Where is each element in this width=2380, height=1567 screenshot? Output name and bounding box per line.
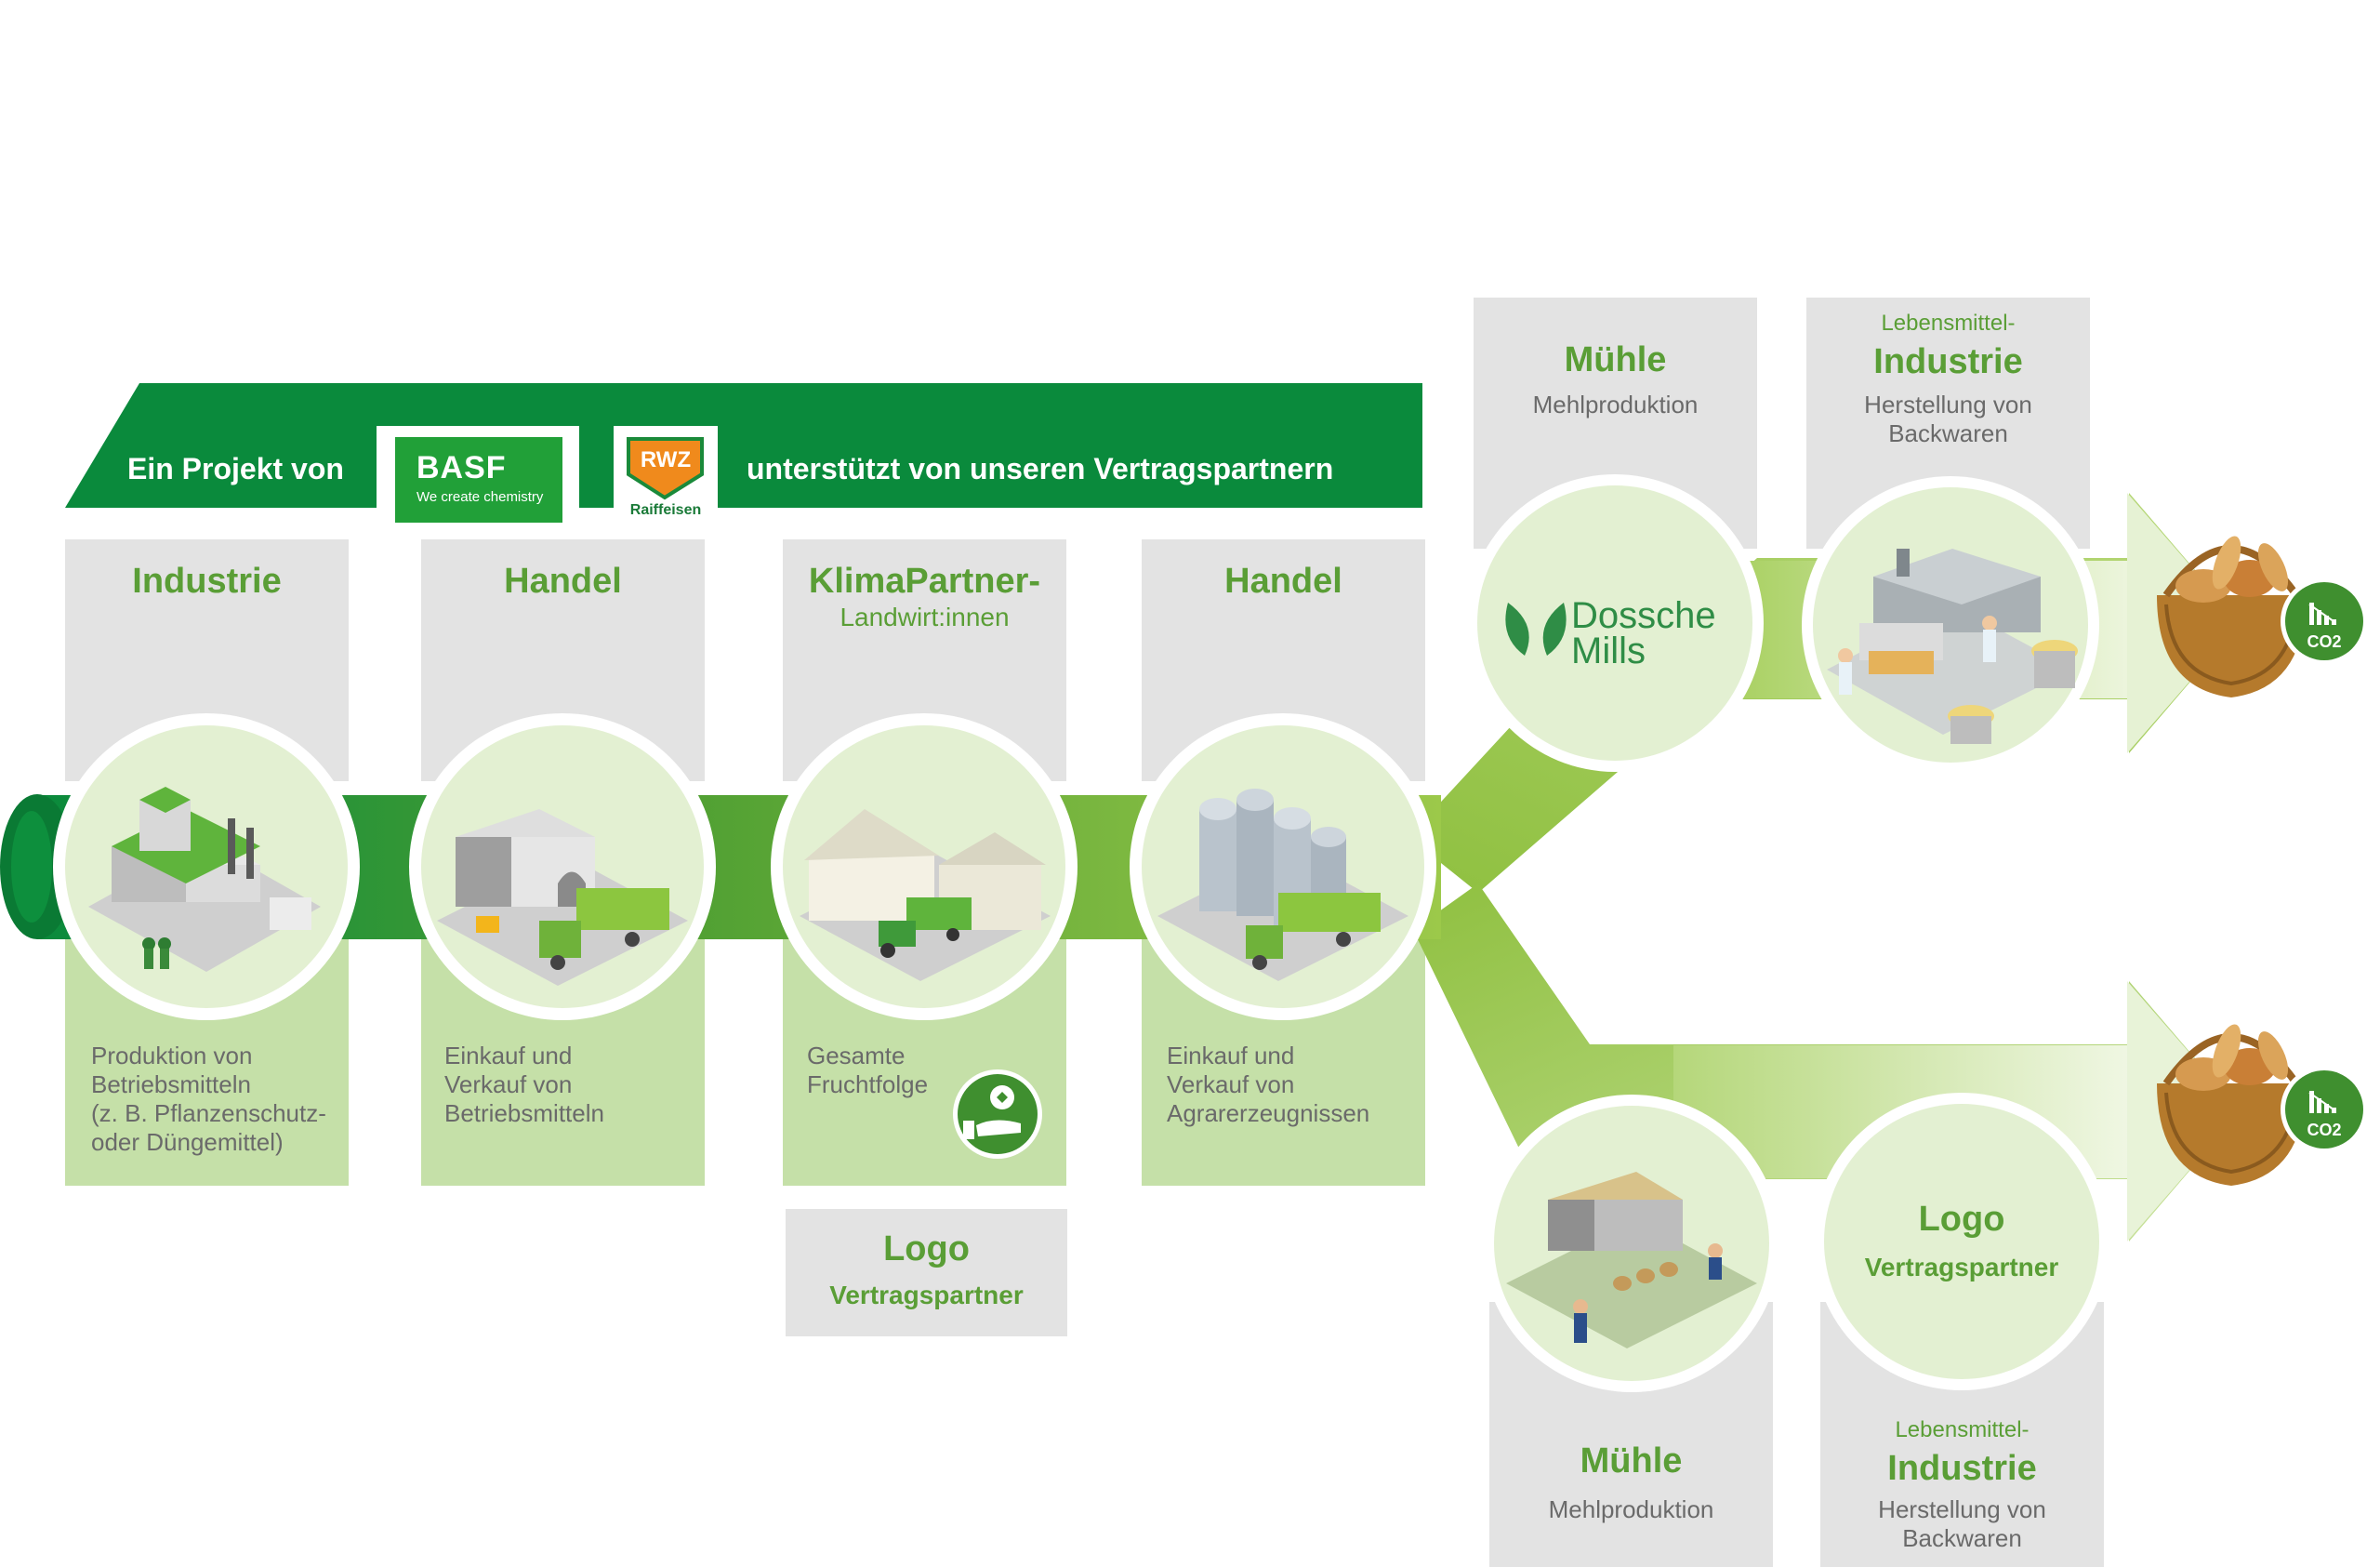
co2-label-bottom: CO2 (2307, 1121, 2342, 1139)
stage-4-circle (1130, 713, 1436, 1020)
top-mill-title: Mühle (1564, 340, 1667, 379)
top-mill-desc: Mehlproduktion (1532, 391, 1699, 418)
rwz-logo-name: RWZ (640, 447, 692, 472)
rwz-logo-sub: Raiffeisen (629, 502, 702, 518)
stage-3-subtitle: Landwirt:innen (840, 603, 1010, 631)
stage-1-circle (53, 713, 360, 1020)
stage-3-circle (771, 713, 1078, 1020)
stage-2-title: Handel (504, 562, 622, 601)
dossche-brand-2: Mills (1571, 631, 1646, 671)
logo-box-sub: Vertragspartner (829, 1281, 1024, 1309)
stage-2-circle (409, 713, 716, 1020)
stage-4-title: Handel (1224, 562, 1342, 601)
dossche-leaf-left-icon (1505, 603, 1529, 656)
basf-logo-inner (395, 437, 562, 523)
logo-partner-box (786, 1209, 1067, 1336)
banner (65, 383, 1422, 508)
dossche-mills-circle (1466, 474, 1764, 772)
dossche-leaf-right-icon (1542, 603, 1567, 656)
stage-1-title: Industrie (132, 562, 282, 601)
co2-badge-top-icon (2281, 578, 2368, 665)
top-industry-title: Industrie (1873, 342, 2023, 381)
banner-suffix: unterstützt von unseren Vertragspartnern (747, 452, 1334, 485)
stage-3-title: KlimaPartner- (808, 562, 1041, 601)
basf-logo-tagline: We create chemistry (416, 489, 544, 505)
bottom-mill-title: Mühle (1580, 1441, 1683, 1481)
top-industry-pre: Lebensmittel- (1881, 311, 2016, 336)
co2-badge-bottom-icon (2281, 1066, 2368, 1153)
rwz-shield-icon (627, 437, 704, 500)
bottom-mill-circle (1483, 1095, 1780, 1392)
bottom-mill-desc: Mehlproduktion (1548, 1495, 1714, 1523)
dossche-brand-1: Dossche (1571, 595, 1716, 636)
bottom-logo-title: Logo (1918, 1200, 2005, 1239)
pipe-end-inner (11, 811, 52, 923)
banner-prefix: Ein Projekt von (127, 452, 344, 485)
top-industry-circle (1802, 476, 2099, 774)
logo-box-title: Logo (883, 1229, 970, 1268)
bottom-industry-pre: Lebensmittel- (1895, 1417, 2030, 1442)
bottom-logo-sub: Vertragspartner (1864, 1253, 2059, 1281)
co2-label-top: CO2 (2307, 632, 2342, 651)
bottom-industry-title: Industrie (1887, 1449, 2037, 1488)
basf-logo-name: BASF (416, 450, 507, 485)
certificate-hand-icon (953, 1069, 1042, 1159)
bottom-logo-circle (1813, 1093, 2110, 1390)
